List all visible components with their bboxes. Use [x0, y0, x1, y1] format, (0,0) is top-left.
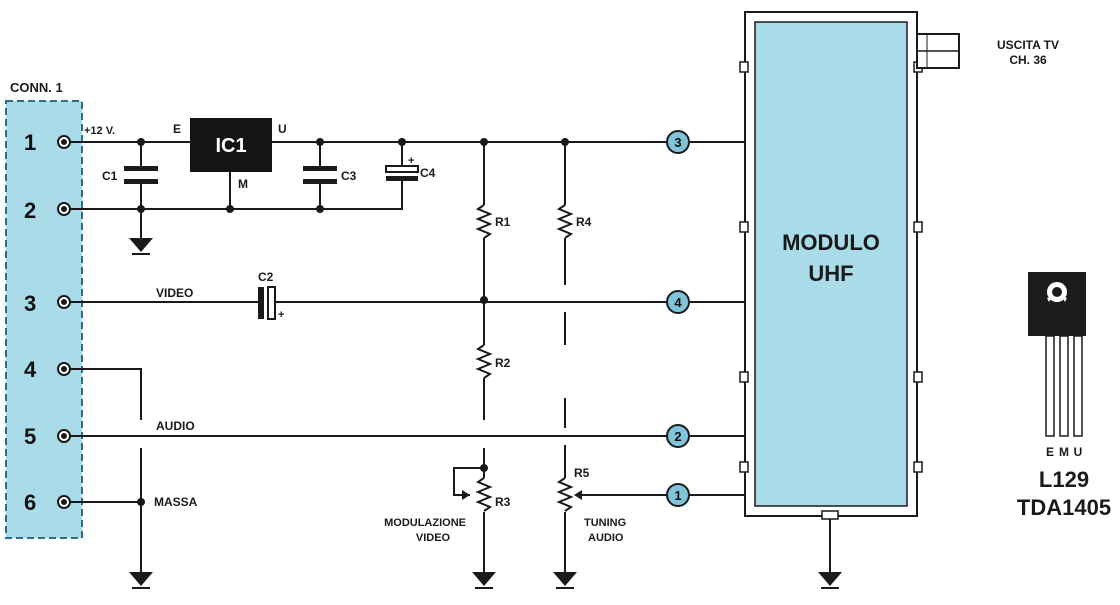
coax-output-icon: [916, 33, 960, 69]
svg-text:+: +: [278, 309, 284, 321]
connector-pin-1: 1: [24, 130, 36, 155]
module-pin-3: 3: [666, 130, 690, 154]
c3-label: C3: [341, 169, 357, 183]
r3-label: R3: [495, 495, 511, 509]
wires: [70, 141, 831, 572]
massa-label: MASSA: [154, 495, 198, 509]
connector-pin-2: 2: [24, 198, 36, 223]
svg-text:4: 4: [674, 295, 682, 310]
connector-pin-6: 6: [24, 490, 36, 515]
package-name-line2: TDA1405: [1017, 495, 1111, 520]
resistor-r1: R1: [475, 204, 511, 239]
package-pin-m: M: [1059, 445, 1069, 459]
c1-label: C1: [102, 169, 118, 183]
r3-caption-line2: VIDEO: [416, 532, 451, 544]
connector-body: [5, 100, 83, 539]
output-label-line1: USCITA TV: [997, 38, 1059, 52]
r1-label: R1: [495, 215, 511, 229]
package-pin-u: U: [1074, 445, 1083, 459]
module-pin-1: 1: [666, 483, 690, 507]
r5-label: R5: [574, 466, 590, 480]
capacitor-c1: C1: [102, 166, 158, 184]
r3-caption-line1: MODULAZIONE: [384, 517, 466, 529]
svg-text:1: 1: [674, 488, 681, 503]
module-pin-2: 2: [666, 424, 690, 448]
trimmer-r3: R3 MODULAZIONE VIDEO: [384, 477, 511, 544]
package-pin-e: E: [1046, 445, 1054, 459]
r5-caption-line2: AUDIO: [588, 532, 624, 544]
module-title-line2: UHF: [808, 261, 853, 286]
svg-text:2: 2: [674, 429, 681, 444]
connector-pins: 1 2 3 4 5 6: [24, 130, 37, 515]
capacitor-c4: + C4: [385, 155, 436, 181]
trimmer-r5: R5 TUNING AUDIO: [556, 466, 626, 544]
terminal-icon: [57, 135, 71, 509]
r4-label: R4: [576, 215, 592, 229]
to126-package-icon: [1028, 272, 1086, 437]
c4-label: C4: [420, 166, 436, 180]
r5-caption-line1: TUNING: [584, 517, 626, 529]
package-name-line1: L129: [1039, 467, 1089, 492]
uhf-module: MODULO UHF: [739, 11, 923, 520]
ic1-label: IC1: [215, 135, 246, 157]
svg-text:+: +: [408, 155, 414, 167]
supply-label: +12 V.: [84, 125, 115, 137]
output-label-line2: CH. 36: [1009, 53, 1047, 67]
module-pin-4: 4: [666, 290, 690, 314]
capacitor-c3: C3: [303, 166, 357, 184]
ic1-pin-u: U: [278, 122, 287, 136]
module-pin-bubbles: 3 4 2 1: [666, 130, 690, 507]
svg-text:3: 3: [674, 135, 681, 150]
c2-label: C2: [258, 270, 274, 284]
connector-pin-4: 4: [24, 357, 37, 382]
ic1-pin-m: M: [238, 177, 248, 191]
regulator-ic1: IC1 E U M: [173, 118, 287, 191]
module-title-line1: MODULO: [782, 230, 880, 255]
connector-label: CONN. 1: [10, 80, 63, 95]
video-label: VIDEO: [156, 286, 193, 300]
connector-pin-3: 3: [24, 291, 36, 316]
audio-label: AUDIO: [156, 419, 195, 433]
resistor-r4: R4: [556, 204, 592, 239]
resistor-r2: R2: [475, 344, 511, 379]
junction-dots: [137, 138, 569, 506]
r2-label: R2: [495, 356, 511, 370]
ground-symbol-icon: [129, 238, 842, 589]
capacitor-c2: + C2: [258, 270, 284, 321]
connector-pin-5: 5: [24, 424, 36, 449]
ic1-pin-e: E: [173, 122, 181, 136]
